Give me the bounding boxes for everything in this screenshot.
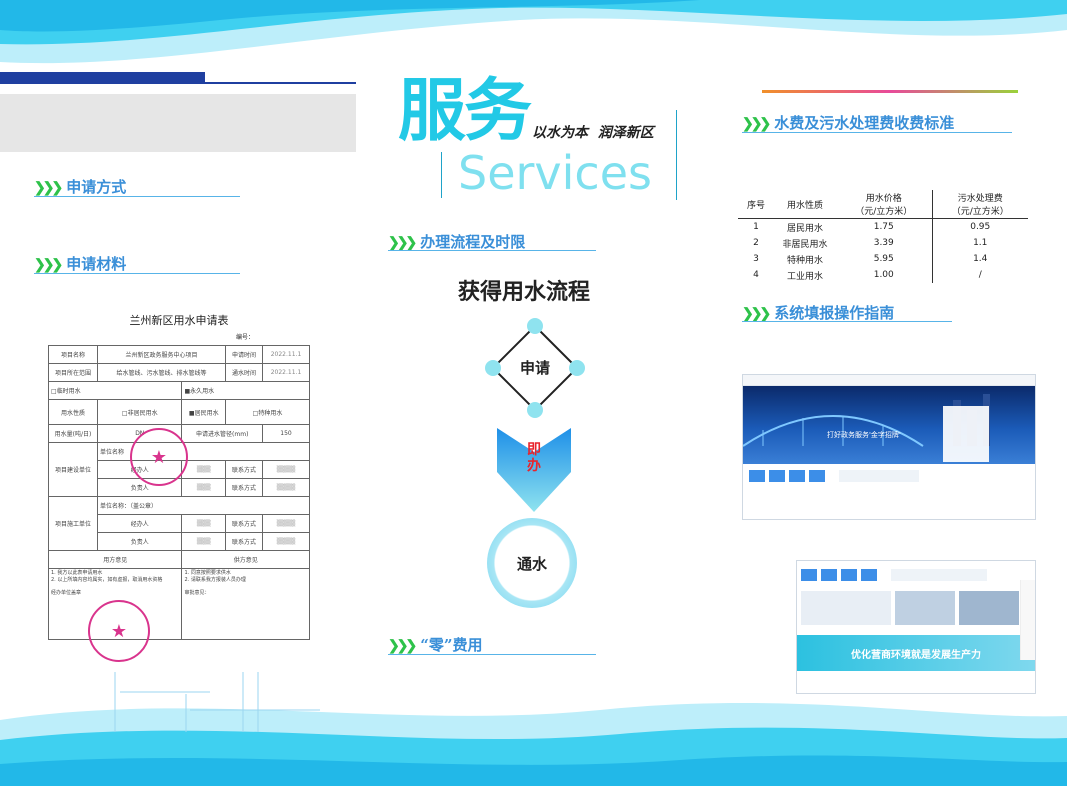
flow-diamond <box>485 318 585 418</box>
hero-vertical-line <box>676 110 677 200</box>
hero-slogan: 以水为本 润泽新区 <box>532 125 654 141</box>
flow-arrow <box>497 428 571 512</box>
left-header-line <box>205 82 356 84</box>
form-title: 兰州新区用水申请表 <box>129 314 229 327</box>
portal-photo-row <box>797 589 1035 627</box>
flow-title: 获得用水流程 <box>458 279 591 305</box>
portal-services-row <box>797 561 1035 589</box>
hero-vertical-line <box>441 152 442 198</box>
portal-side-toolbar <box>1020 580 1035 660</box>
fee-header: 序号 <box>738 190 774 219</box>
bottom-wave-decoration <box>0 703 1067 786</box>
portal-topbar <box>743 375 1035 386</box>
divider <box>388 250 596 251</box>
flow-arrow-label: 即办 <box>527 442 541 474</box>
fee-header: 用水价格 （元/立方米） <box>836 190 932 219</box>
top-wave-decoration <box>0 0 1067 64</box>
red-seal-stamp: ★ <box>130 428 188 486</box>
section-title-apply-materials: ❯❯❯申请材料 <box>34 255 127 273</box>
divider <box>742 321 952 322</box>
portal-content <box>743 464 1035 488</box>
section-title-apply-method: ❯❯❯申请方式 <box>34 178 127 196</box>
decorative-lines <box>114 672 320 732</box>
portal-footer-banner: 优化营商环境就是发展生产力 <box>797 635 1035 671</box>
red-seal-stamp: ★ <box>88 600 150 662</box>
section-title-process: ❯❯❯办理流程及时限 <box>388 233 526 251</box>
flow-step-connect: 通水 <box>516 554 547 573</box>
divider <box>34 273 240 274</box>
portal-screenshot-home: 打好政务服务'金字招牌' <box>742 374 1036 520</box>
hero-english: Services <box>458 146 652 200</box>
portal-banner: 打好政务服务'金字招牌' <box>743 386 1035 464</box>
section-title-fee-standard: ❯❯❯水费及污水处理费收费标准 <box>742 114 955 132</box>
divider <box>388 654 596 655</box>
hero-title: 服务 <box>398 72 532 151</box>
section-title-system-guide: ❯❯❯系统填报操作指南 <box>742 304 895 322</box>
divider <box>34 196 240 197</box>
portal-banner-text: 打好政务服务'金字招牌' <box>827 431 901 439</box>
section-title-zero-fee: ❯❯❯“零”费用 <box>388 636 483 654</box>
form-number-label: 编号： <box>235 334 254 341</box>
left-header-grey-box <box>0 94 356 152</box>
divider <box>742 132 1012 133</box>
fee-header: 污水处理费 （元/立方米） <box>931 190 1028 219</box>
flow-step-apply: 申请 <box>519 358 550 377</box>
flow-ring <box>487 518 577 608</box>
fee-header: 用水性质 <box>774 190 836 219</box>
portal-screenshot-services: 优化营商环境就是发展生产力 <box>796 560 1036 694</box>
left-header-bar <box>0 72 205 84</box>
color-bar-decoration <box>762 90 1018 93</box>
